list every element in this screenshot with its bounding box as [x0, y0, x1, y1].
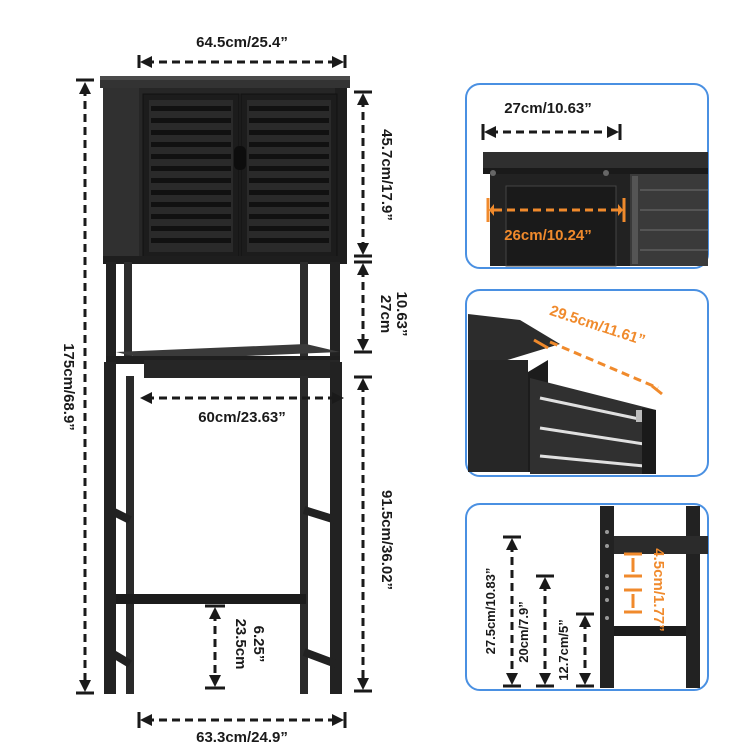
leg-height-label: 91.5cm/36.02”	[378, 490, 395, 590]
dimension-depth	[481, 124, 622, 140]
base-width-label: 63.3cm/24.9”	[196, 729, 288, 746]
crossbar-cm-label: 23.5cm	[232, 619, 249, 670]
detail-panel-middle	[465, 289, 709, 477]
h3-label: 12.7cm/5”	[556, 619, 571, 680]
gap-height-cm-label: 27cm	[377, 295, 394, 333]
shelf-width-label: 60cm/23.63”	[198, 409, 286, 426]
cabinet-height-label: 45.7cm/17.9”	[378, 129, 395, 221]
depth-label: 27cm/10.63”	[504, 100, 592, 117]
crossbar-inch-label: 6.25”	[250, 626, 267, 663]
width-label: 64.5cm/25.4”	[196, 34, 288, 51]
dimension-gap-height	[354, 260, 372, 354]
door-handle	[234, 146, 246, 170]
inner-depth-label: 26cm/10.24”	[504, 227, 592, 244]
dimension-base-width	[137, 712, 347, 728]
dimension-h2	[536, 574, 554, 688]
h2-label: 20cm/7.9”	[516, 601, 531, 662]
gap-height-inch-label: 10.63”	[393, 291, 410, 336]
dimension-crossbar	[205, 604, 225, 690]
right-door	[240, 93, 338, 259]
dimension-spacing	[624, 552, 642, 614]
dimension-shelf-depth	[533, 338, 663, 396]
lower-leg	[104, 362, 116, 694]
spacing-label: 4.5cm/1.77”	[650, 548, 667, 631]
dimension-cabinet-height	[354, 90, 372, 258]
dimension-total-height	[76, 78, 94, 695]
detail-panel-bottom	[465, 503, 709, 691]
left-door	[142, 93, 240, 259]
upper-leg	[106, 262, 116, 358]
dimension-h3	[576, 612, 594, 688]
cabinet-illustration	[100, 76, 350, 694]
dimension-inner-depth	[486, 198, 626, 222]
front-crossbar	[116, 594, 306, 604]
dimension-h1	[503, 535, 521, 688]
dimension-leg-height	[354, 375, 372, 693]
total-height-label: 175cm/68.9”	[60, 343, 77, 431]
h1-label: 27.5cm/10.83”	[483, 568, 498, 655]
middle-shelf	[106, 344, 340, 378]
dimension-width	[137, 55, 347, 68]
